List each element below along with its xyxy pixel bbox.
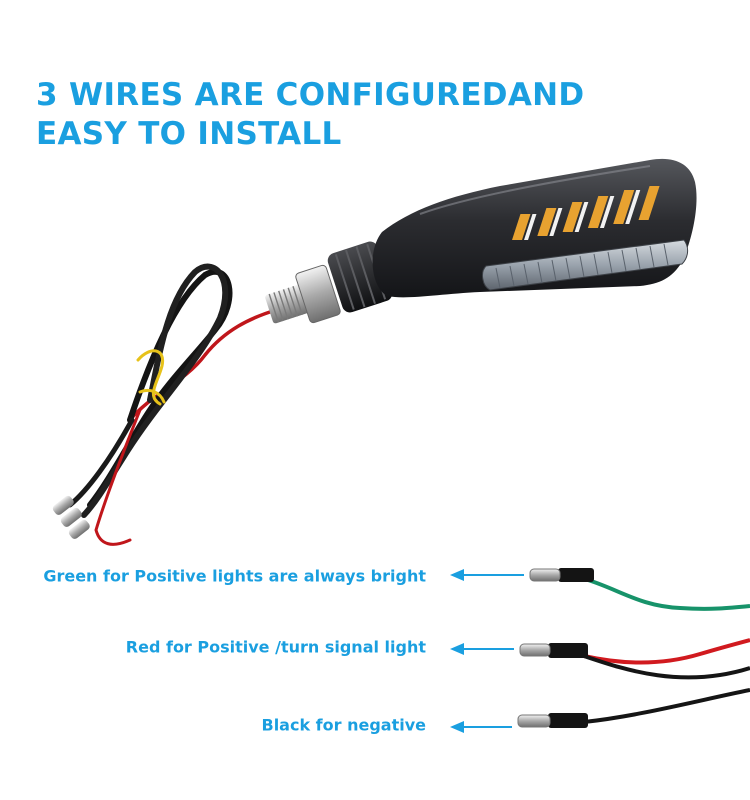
cable-bundle [67, 263, 233, 546]
amber-led-slots [512, 186, 660, 240]
wire-black [517, 688, 750, 728]
yellow-tape [136, 349, 165, 406]
headline-line-2: EASY TO INSTALL [36, 116, 342, 152]
wire-red [519, 638, 750, 680]
headline-line-1: 3 WIRES ARE CONFIGUREDAND [36, 77, 585, 113]
label-black-wire: Black for negative [261, 715, 427, 735]
turn-signal-light-image [128, 158, 697, 422]
arrow-left-icon [450, 569, 524, 581]
wire-green [529, 568, 750, 611]
headline: 3 WIRES ARE CONFIGUREDAND EASY TO INSTAL… [36, 76, 584, 154]
arrow-left-icon [450, 721, 512, 733]
mounting-bolt [265, 264, 341, 324]
label-red-wire: Red for Positive /turn signal light [125, 637, 426, 657]
arrow-left-icon [450, 643, 514, 655]
wire-terminal-icon [52, 495, 90, 539]
led-lens-strip [482, 239, 689, 291]
label-green-wire: Green for Positive lights are always bri… [43, 566, 426, 586]
